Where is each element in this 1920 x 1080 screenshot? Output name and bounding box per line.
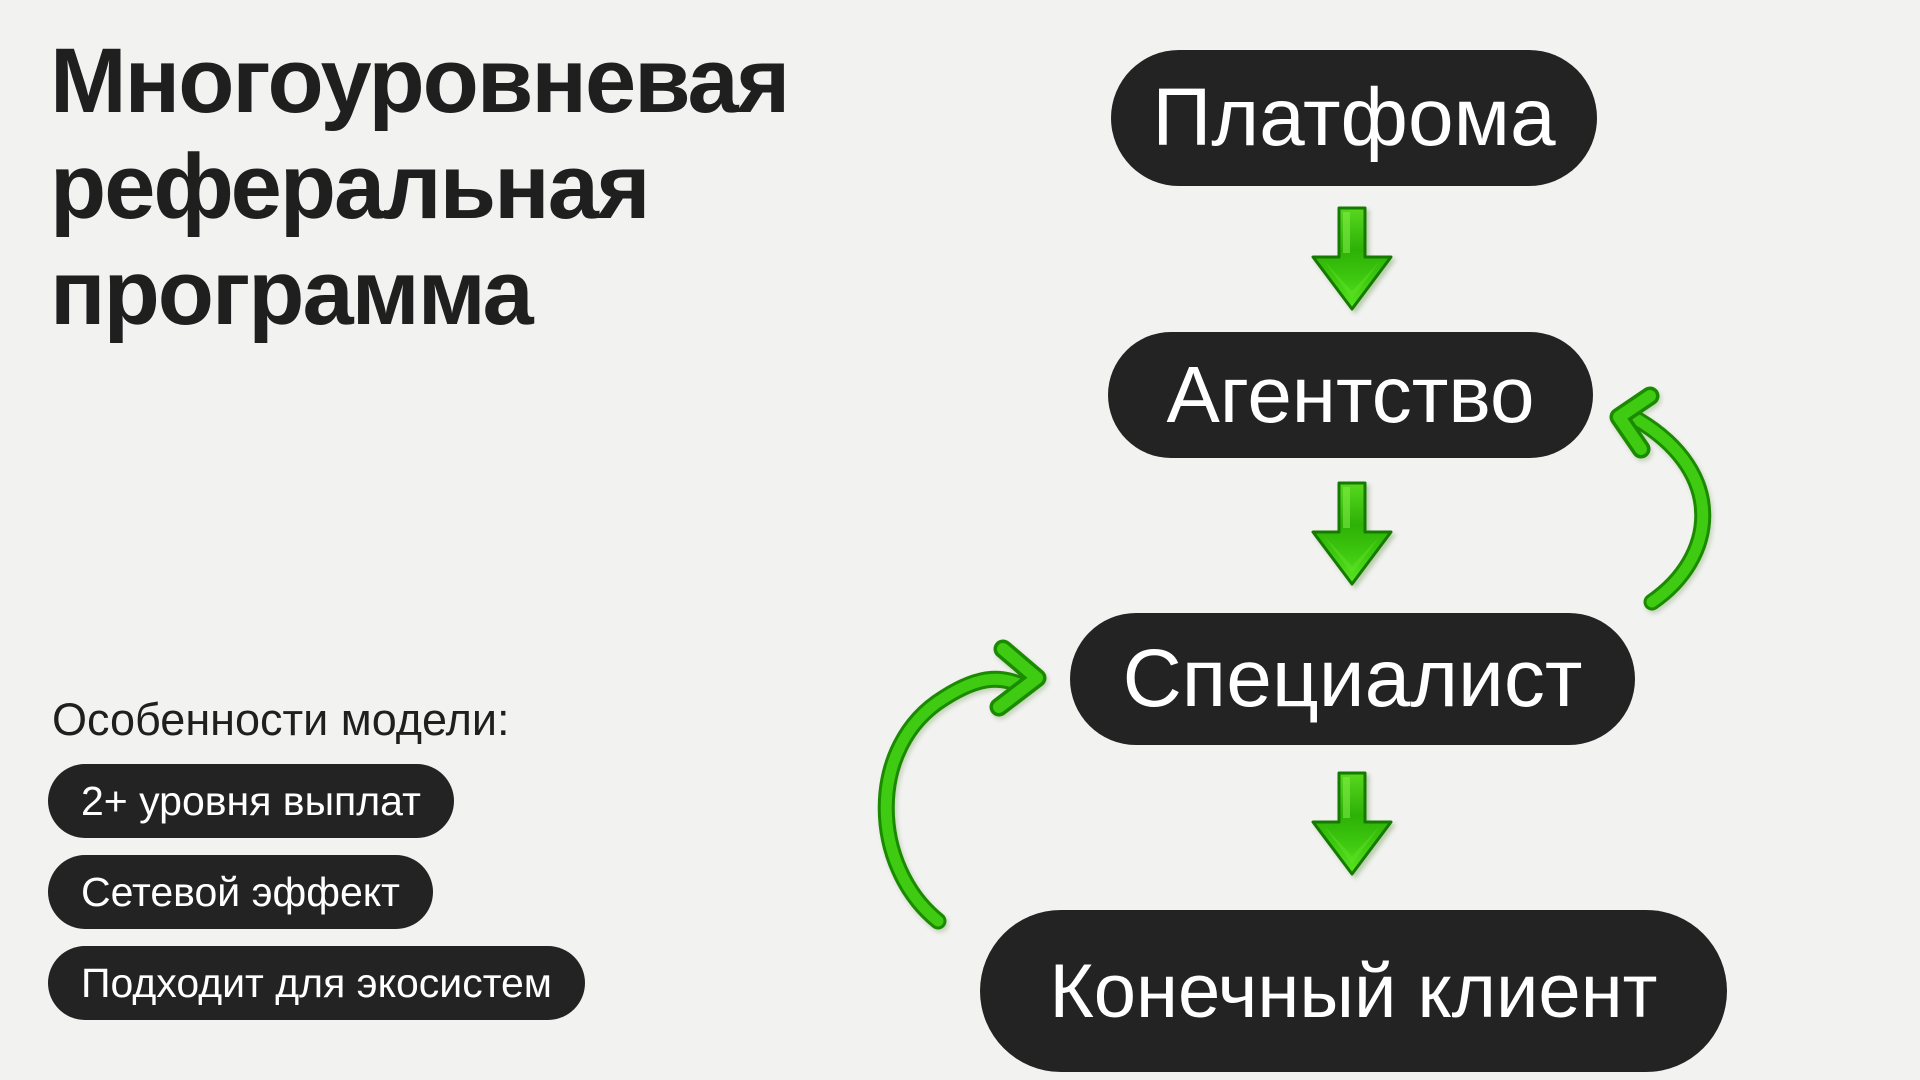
title-line-1: Многоуровневая: [50, 30, 790, 132]
down-arrow-icon-specialist-to-client: [1310, 768, 1394, 878]
feature-pill-payout-levels: 2+ уровня выплат: [48, 764, 454, 838]
page-title: Многоуровневая реферальная программа: [50, 28, 790, 346]
feature-pill-ecosystems: Подходит для экосистем: [48, 946, 585, 1020]
curved-up-arrow-left-icon: [877, 639, 1047, 930]
feature-pill-network-effect: Сетевой эффект: [48, 855, 433, 929]
curved-up-arrow-right-icon: [1609, 386, 1712, 611]
flow-node-platform: Платфома: [1111, 50, 1597, 186]
flow-node-end-client: Конечный клиент: [980, 910, 1727, 1072]
flow-node-specialist: Специалист: [1070, 613, 1635, 745]
title-line-3: программа: [50, 242, 534, 344]
features-heading: Особенности модели:: [52, 694, 510, 745]
down-arrow-icon-platform-to-agency: [1310, 202, 1394, 314]
down-arrow-icon-agency-to-specialist: [1310, 476, 1394, 590]
flow-node-agency: Агентство: [1108, 332, 1593, 458]
title-line-2: реферальная: [50, 136, 651, 238]
features-list: 2+ уровня выплат Сетевой эффект Подходит…: [48, 764, 585, 1020]
